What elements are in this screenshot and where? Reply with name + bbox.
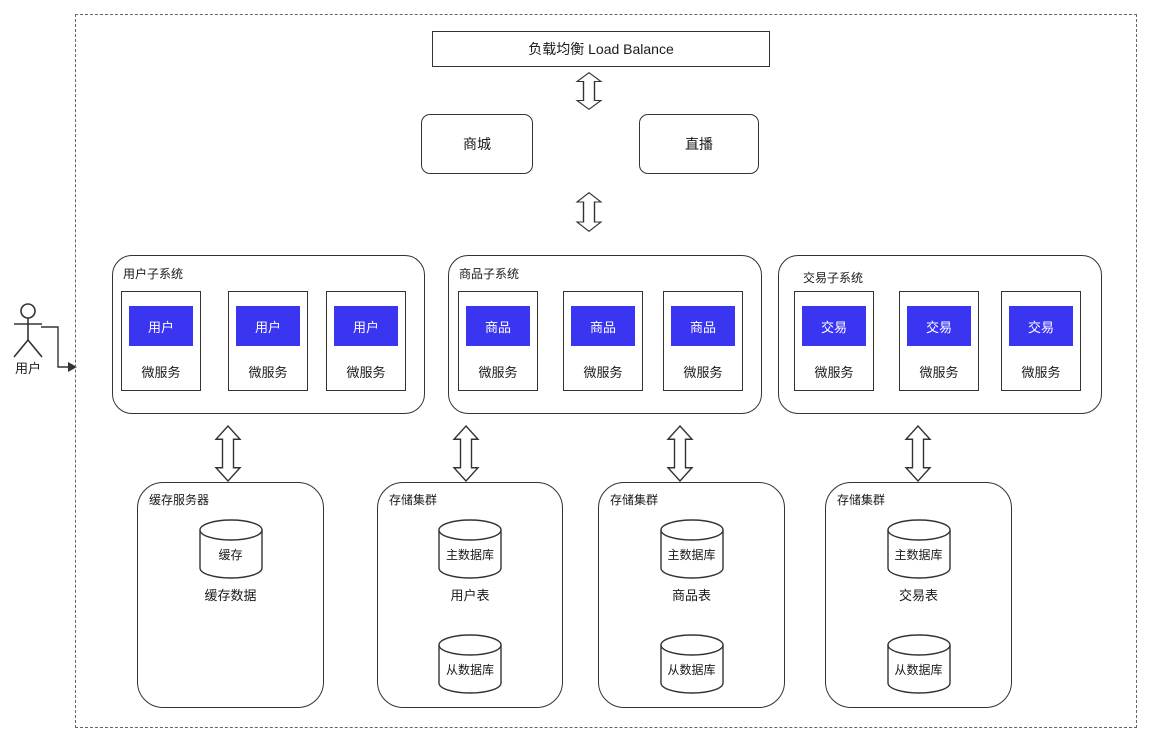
database-cylinder-icon[interactable]: 从数据库 xyxy=(659,634,724,694)
service-caption: 微服务 xyxy=(1021,365,1061,380)
service-box[interactable]: 商品 微服务 xyxy=(563,291,643,391)
service-name-chip: 用户 xyxy=(236,306,300,346)
cylinder-label: 从数据库 xyxy=(445,663,494,677)
subsystem-trade[interactable]: 交易子系统 交易 微服务 交易 微服务 交易 微服务 xyxy=(778,255,1102,414)
service-caption: 微服务 xyxy=(346,365,386,380)
double-arrow-icon xyxy=(666,425,694,482)
service-caption: 微服务 xyxy=(248,365,288,380)
storage-caption: 交易表 xyxy=(898,588,938,603)
service-box[interactable]: 交易 微服务 xyxy=(794,291,874,391)
service-box[interactable]: 商品 微服务 xyxy=(458,291,538,391)
service-name-chip: 用户 xyxy=(129,306,193,346)
cylinder-label: 主数据库 xyxy=(894,548,943,562)
service-caption: 微服务 xyxy=(583,365,623,380)
subsystem-label: 商品子系统 xyxy=(459,267,520,281)
storage-caption: 用户表 xyxy=(450,588,490,603)
service-caption: 微服务 xyxy=(478,365,518,380)
subsystem-user[interactable]: 用户子系统 用户 微服务 用户 微服务 用户 微服务 xyxy=(112,255,425,414)
double-arrow-icon xyxy=(575,192,603,232)
app-node-mall[interactable]: 商城 xyxy=(421,114,533,174)
double-arrow-icon xyxy=(452,425,480,482)
database-cylinder-icon[interactable]: 缓存 xyxy=(198,519,263,579)
storage-box-cache[interactable]: 缓存服务器 缓存 缓存数据 xyxy=(137,482,324,708)
user-actor-icon xyxy=(13,303,43,358)
service-box[interactable]: 用户 微服务 xyxy=(228,291,308,391)
subsystem-label: 用户子系统 xyxy=(123,267,184,281)
database-cylinder-icon[interactable]: 从数据库 xyxy=(438,634,502,694)
double-arrow-icon xyxy=(575,72,603,110)
actor-label: 用户 xyxy=(14,361,41,376)
service-box[interactable]: 商品 微服务 xyxy=(663,291,743,391)
service-name-chip: 商品 xyxy=(466,306,530,346)
service-caption: 微服务 xyxy=(814,365,854,380)
service-caption: 微服务 xyxy=(919,365,959,380)
service-box[interactable]: 用户 微服务 xyxy=(121,291,201,391)
service-box[interactable]: 交易 微服务 xyxy=(1001,291,1081,391)
app-node-live[interactable]: 直播 xyxy=(639,114,759,174)
service-name-chip: 交易 xyxy=(907,306,971,346)
service-name-chip: 交易 xyxy=(802,306,866,346)
service-box[interactable]: 交易 微服务 xyxy=(899,291,979,391)
system-boundary-frame xyxy=(75,14,1137,728)
cylinder-label: 主数据库 xyxy=(667,548,716,562)
database-cylinder-icon[interactable]: 主数据库 xyxy=(659,519,724,579)
storage-caption: 缓存数据 xyxy=(204,588,257,603)
subsystem-product[interactable]: 商品子系统 商品 微服务 商品 微服务 商品 微服务 xyxy=(448,255,762,414)
service-name-chip: 商品 xyxy=(671,306,735,346)
actor-entry-arrow-icon xyxy=(41,326,77,372)
cylinder-label: 主数据库 xyxy=(445,548,494,562)
service-name-chip: 商品 xyxy=(571,306,635,346)
double-arrow-icon xyxy=(214,425,242,482)
double-arrow-icon xyxy=(904,425,932,482)
service-box[interactable]: 用户 微服务 xyxy=(326,291,406,391)
storage-label: 存储集群 xyxy=(610,493,659,507)
service-name-chip: 交易 xyxy=(1009,306,1073,346)
service-name-chip: 用户 xyxy=(334,306,398,346)
service-caption: 微服务 xyxy=(683,365,723,380)
storage-label: 缓存服务器 xyxy=(149,493,210,507)
subsystem-label: 交易子系统 xyxy=(803,271,864,285)
storage-caption: 商品表 xyxy=(671,588,711,603)
cylinder-label: 从数据库 xyxy=(667,663,716,677)
storage-label: 存储集群 xyxy=(837,493,886,507)
database-cylinder-icon[interactable]: 从数据库 xyxy=(886,634,951,694)
database-cylinder-icon[interactable]: 主数据库 xyxy=(438,519,502,579)
service-caption: 微服务 xyxy=(141,365,181,380)
cylinder-label: 从数据库 xyxy=(894,663,943,677)
storage-box-product[interactable]: 存储集群 主数据库 商品表 从数据库 xyxy=(598,482,785,708)
storage-box-user[interactable]: 存储集群 主数据库 用户表 从数据库 xyxy=(377,482,563,708)
storage-box-trade[interactable]: 存储集群 主数据库 交易表 从数据库 xyxy=(825,482,1012,708)
cylinder-label: 缓存 xyxy=(218,548,243,562)
load-balancer-node[interactable]: 负载均衡 Load Balance xyxy=(432,31,770,67)
database-cylinder-icon[interactable]: 主数据库 xyxy=(886,519,951,579)
storage-label: 存储集群 xyxy=(389,493,438,507)
